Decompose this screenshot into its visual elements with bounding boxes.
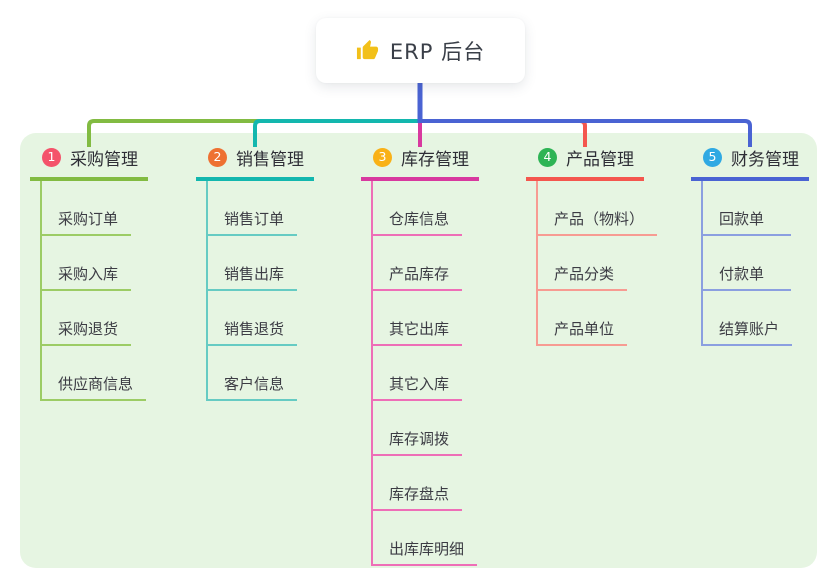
mindmap-child-node[interactable]: 其它入库	[373, 346, 463, 401]
mindmap-panel	[20, 133, 817, 568]
mindmap-child-node[interactable]: 产品分类	[538, 236, 628, 291]
branch-label: 财务管理	[731, 150, 799, 170]
branch-children: 采购订单 采购入库 采购退货 供应商信息	[40, 181, 147, 401]
mindmap-child-node[interactable]: 付款单	[703, 236, 791, 291]
branch-header-inventory[interactable]: 3 库存管理	[361, 145, 479, 181]
branch-header-purchase[interactable]: 1 采购管理	[30, 145, 148, 181]
branch-number-badge: 4	[538, 148, 557, 167]
branch-number-badge: 5	[703, 148, 722, 167]
branch-number-badge: 3	[373, 148, 392, 167]
thumbs-up-icon	[356, 39, 378, 60]
branch-children: 销售订单 销售出库 销售退货 客户信息	[206, 181, 298, 401]
branch-children: 产品（物料） 产品分类 产品单位	[536, 181, 658, 346]
mindmap-child-node[interactable]: 仓库信息	[373, 181, 463, 236]
branch-number-badge: 2	[208, 148, 227, 167]
mindmap-child-node[interactable]: 其它出库	[373, 291, 463, 346]
root-node[interactable]: ERP 后台	[316, 18, 525, 83]
mindmap-child-node[interactable]: 回款单	[703, 181, 791, 236]
root-node-label: ERP 后台	[389, 39, 486, 64]
branch-inventory: 3 库存管理 仓库信息 产品库存 其它出库 其它入库 库存调拨 库存盘点 出库库…	[361, 145, 479, 566]
mindmap-child-node[interactable]: 供应商信息	[42, 346, 147, 401]
branch-children: 仓库信息 产品库存 其它出库 其它入库 库存调拨 库存盘点 出库库明细	[371, 181, 478, 566]
mindmap-child-node[interactable]: 产品库存	[373, 236, 463, 291]
mindmap-child-node[interactable]: 采购退货	[42, 291, 132, 346]
branch-header-product[interactable]: 4 产品管理	[526, 145, 644, 181]
mindmap-child-node[interactable]: 库存盘点	[373, 456, 463, 511]
mindmap-child-node[interactable]: 采购入库	[42, 236, 132, 291]
branch-header-sales[interactable]: 2 销售管理	[196, 145, 314, 181]
mindmap-child-node[interactable]: 库存调拨	[373, 401, 463, 456]
branch-product: 4 产品管理 产品（物料） 产品分类 产品单位	[526, 145, 658, 346]
branch-label: 产品管理	[566, 150, 634, 170]
branch-number-badge: 1	[42, 148, 61, 167]
branch-label: 采购管理	[70, 150, 138, 170]
branch-label: 库存管理	[401, 150, 469, 170]
mindmap-child-node[interactable]: 出库库明细	[373, 511, 478, 566]
mindmap-child-node[interactable]: 采购订单	[42, 181, 132, 236]
branch-header-finance[interactable]: 5 财务管理	[691, 145, 809, 181]
mindmap-child-node[interactable]: 客户信息	[208, 346, 298, 401]
mindmap-child-node[interactable]: 结算账户	[703, 291, 793, 346]
mindmap-child-node[interactable]: 产品（物料）	[538, 181, 658, 236]
branch-finance: 5 财务管理 回款单 付款单 结算账户	[691, 145, 809, 346]
mindmap-child-node[interactable]: 销售出库	[208, 236, 298, 291]
mindmap-child-node[interactable]: 销售订单	[208, 181, 298, 236]
mindmap-child-node[interactable]: 销售退货	[208, 291, 298, 346]
branch-label: 销售管理	[236, 150, 304, 170]
branch-children: 回款单 付款单 结算账户	[701, 181, 793, 346]
branch-purchase: 1 采购管理 采购订单 采购入库 采购退货 供应商信息	[30, 145, 148, 401]
mindmap-child-node[interactable]: 产品单位	[538, 291, 628, 346]
branch-sales: 2 销售管理 销售订单 销售出库 销售退货 客户信息	[196, 145, 314, 401]
